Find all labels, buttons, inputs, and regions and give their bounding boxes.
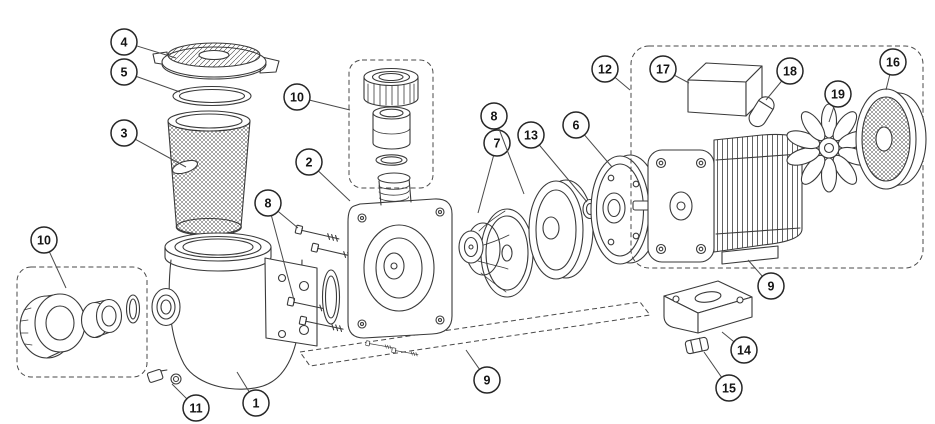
callout-bubble — [715, 374, 743, 402]
motor-foot — [721, 245, 779, 265]
callout-leader-line — [236, 371, 250, 393]
callout-number: 5 — [121, 65, 128, 79]
pump-tank-housing — [146, 232, 318, 390]
callout-number: 8 — [491, 109, 498, 123]
capacitor — [748, 96, 775, 128]
callout-number: 9 — [484, 373, 491, 387]
callout-bubble — [824, 80, 852, 108]
motor-group-dashed-box — [630, 45, 924, 269]
callout-number: 12 — [598, 62, 612, 76]
callout-leader-line — [48, 251, 67, 289]
motor-body-fins — [713, 133, 803, 253]
callout-number: 15 — [722, 381, 736, 395]
callout-number: 11 — [189, 401, 202, 415]
diffuser-disc — [528, 179, 594, 280]
callout-bubble — [254, 189, 282, 217]
callout-bubble — [480, 102, 508, 130]
callout-bubble — [110, 58, 138, 86]
callout-bubble — [757, 272, 785, 300]
callout-bubble — [730, 336, 758, 364]
callout-leader-line — [318, 170, 351, 202]
union-assembly-top — [348, 59, 434, 189]
callout-leader-line — [171, 383, 188, 400]
callout-number: 3 — [121, 126, 128, 140]
callout-leader-line — [136, 75, 181, 93]
union-assembly-left — [16, 266, 148, 378]
callout-number: 16 — [886, 55, 900, 69]
motor-shaft — [632, 200, 650, 211]
callout-bubble — [110, 119, 138, 147]
union-top-dashed-box — [348, 59, 434, 189]
fan-shroud-end-cap — [855, 88, 927, 190]
callout-leader-line — [538, 144, 588, 203]
impeller — [458, 208, 534, 298]
pump-lid — [152, 42, 280, 80]
seal-plate-disc — [590, 154, 660, 265]
callout-bubble — [242, 389, 270, 417]
callout-number: 19 — [831, 87, 845, 101]
callout-leader-line — [703, 351, 723, 378]
callout-leader-line — [584, 134, 613, 168]
callout-leader-line — [747, 259, 763, 277]
strainer-basket — [167, 110, 251, 237]
callout-number: 9 — [768, 279, 775, 293]
callout-number: 4 — [121, 35, 128, 49]
lid-o-ring — [172, 85, 252, 107]
callout-bubble — [473, 366, 501, 394]
callout-leader-line — [614, 77, 631, 91]
spacer-sleeve — [684, 336, 709, 355]
union-left-dashed-box — [16, 266, 148, 378]
callout-number: 8 — [265, 196, 272, 210]
motor — [632, 133, 803, 265]
callout-bubble — [295, 148, 323, 176]
callout-leader-line — [135, 138, 187, 168]
callout-leader-line — [885, 74, 891, 91]
callout-leader-line — [270, 215, 295, 301]
callout-leader-line — [674, 74, 690, 84]
callout-bubble — [517, 121, 545, 149]
callout-number: 10 — [37, 233, 51, 247]
callout-leader-line — [277, 210, 299, 229]
callout-number: 6 — [573, 118, 580, 132]
motor-base — [663, 280, 753, 334]
callout-leader-line — [465, 349, 480, 370]
callout-number: 17 — [656, 62, 670, 76]
seal-plate-volute — [321, 172, 453, 358]
callout-number: 7 — [494, 136, 501, 150]
callout-leader-line — [828, 106, 835, 123]
callout-bubble — [562, 111, 590, 139]
callout-bubble — [879, 48, 907, 76]
callout-bubble — [283, 83, 311, 111]
callout-leader-line — [498, 127, 525, 195]
callout-leader-line — [721, 331, 735, 343]
callout-bubble — [110, 28, 138, 56]
hardware-axis-dashed-outline — [299, 301, 651, 367]
callout-number: 1 — [253, 396, 260, 410]
callout-bubble — [483, 129, 511, 157]
callout-leader-line — [477, 155, 495, 214]
callout-number: 10 — [290, 90, 304, 104]
callout-bubble — [776, 57, 804, 85]
callout-leader-line — [136, 45, 177, 59]
callout-bubble — [30, 226, 58, 254]
drain-plug — [146, 368, 182, 385]
callout-bubble — [591, 55, 619, 83]
callout-number: 13 — [524, 128, 538, 142]
callout-bubble — [649, 55, 677, 83]
callout-number: 18 — [783, 64, 797, 78]
callout-leader-line — [309, 99, 351, 111]
capacitor-cover — [687, 62, 763, 117]
callout-bubble — [182, 394, 210, 422]
callout-number: 2 — [306, 155, 313, 169]
callout-number: 14 — [737, 343, 751, 357]
callout-leader-line — [765, 80, 783, 101]
